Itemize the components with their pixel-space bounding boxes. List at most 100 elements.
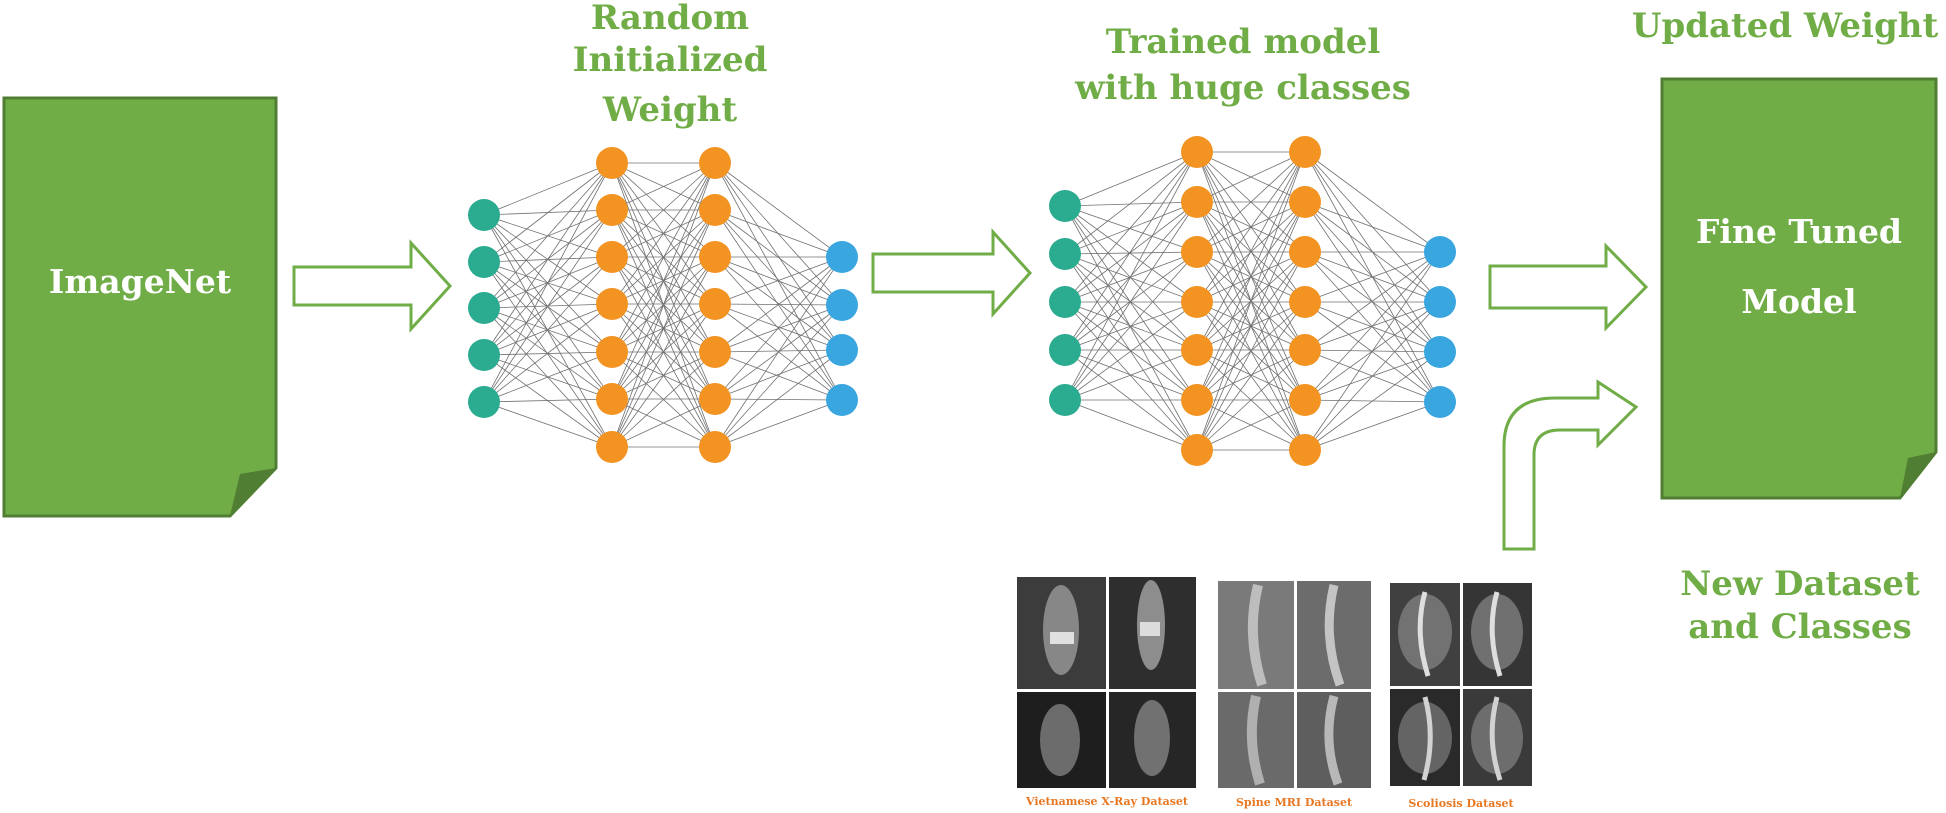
network-connection (1304, 251, 1441, 401)
network-connection (714, 256, 843, 400)
hidden-node (1181, 286, 1213, 318)
network-connection (1196, 151, 1306, 351)
network-connection (1064, 201, 1198, 255)
hidden-node (1181, 236, 1213, 268)
mri-dataset-caption: Spine MRI Dataset (1235, 796, 1353, 809)
network-connection (1064, 349, 1198, 401)
network-connection (1064, 253, 1198, 303)
neural-network-trained (1049, 136, 1456, 466)
network-connection (1064, 301, 1198, 401)
output-node (826, 289, 858, 321)
network-connection (714, 349, 843, 400)
network-connection (1196, 151, 1306, 451)
output-node (826, 334, 858, 366)
fine-tuned-box-fold (1900, 452, 1936, 498)
output-node (1424, 236, 1456, 268)
network-connection (1064, 201, 1198, 303)
arrow-new-dataset-to-finetuned (1502, 379, 1639, 551)
output-node (826, 241, 858, 273)
network-connection (483, 261, 613, 353)
xray-dataset-caption: Vietnamese X-Ray Dataset (1026, 795, 1188, 808)
network-connection (1064, 151, 1198, 351)
arrow-trained-to-finetuned (1488, 242, 1649, 332)
network-connection (611, 162, 716, 211)
output-node (1424, 336, 1456, 368)
network-connection (1196, 301, 1306, 451)
hidden-node (596, 383, 628, 415)
network-connection (1064, 205, 1198, 253)
network-connection (483, 354, 613, 448)
network-connection (1304, 301, 1441, 353)
network-connection (714, 256, 843, 306)
network-connection (1196, 251, 1306, 451)
mri-dataset-thumbnails (1218, 581, 1371, 788)
network-connection (1064, 151, 1198, 401)
input-node (1049, 286, 1081, 318)
trained-model-label-line1: Trained model (1105, 22, 1381, 62)
hidden-node (1289, 334, 1321, 366)
hidden-node (596, 431, 628, 463)
network-connection (1304, 401, 1441, 451)
network-connection (1064, 201, 1198, 401)
network-connection (714, 303, 843, 351)
hidden-node (1181, 384, 1213, 416)
network-connection (1064, 205, 1198, 303)
network-connection (1064, 151, 1198, 255)
hidden-node (596, 194, 628, 226)
xray-dataset-thumbnails (1017, 577, 1196, 788)
network-connection (714, 349, 843, 353)
network-connection (714, 209, 843, 306)
new-dataset-label-line2: and Classes (1688, 607, 1912, 647)
network-connection (1304, 151, 1441, 253)
hidden-node (1289, 434, 1321, 466)
network-connection (611, 398, 716, 448)
network-connection (1196, 151, 1306, 401)
network-connection (483, 261, 613, 400)
network-connection (714, 304, 843, 448)
network-connection (1196, 349, 1306, 401)
network-connection (1196, 151, 1306, 253)
hidden-node (699, 288, 731, 320)
network-connection (714, 398, 843, 401)
input-node (1049, 190, 1081, 222)
updated-weight-label: Updated Weight (1631, 6, 1939, 46)
hidden-node (699, 336, 731, 368)
network-connection (1064, 251, 1198, 255)
hidden-node (596, 147, 628, 179)
neural-network-random (468, 147, 858, 463)
network-connection (1196, 151, 1306, 303)
hidden-node (1289, 384, 1321, 416)
network-connection (483, 303, 613, 403)
network-connection (1064, 301, 1198, 451)
network-connection (714, 162, 843, 401)
network-connection (483, 162, 613, 403)
network-connection (714, 162, 843, 351)
network-connection (714, 256, 843, 448)
network-connection (1304, 301, 1441, 451)
network-connection (611, 256, 716, 448)
imagenet-box-fold (230, 468, 276, 516)
network-connection (483, 351, 613, 403)
network-connection (483, 398, 613, 403)
network-connection (1064, 251, 1198, 303)
network-connection (1064, 253, 1198, 401)
fine-tuned-label-line2: Model (1741, 282, 1857, 321)
network-connection (1064, 253, 1198, 451)
scoliosis-dataset-caption: Scoliosis Dataset (1408, 797, 1514, 810)
network-connection (1064, 205, 1198, 451)
network-connection (611, 351, 716, 448)
network-connection (611, 162, 716, 353)
random-weight-label-line2: Initialized (572, 40, 768, 80)
network-connection (1304, 251, 1441, 303)
network-connection (714, 256, 843, 351)
network-connection (1304, 251, 1441, 451)
network-connection (483, 162, 613, 263)
input-node (468, 199, 500, 231)
input-node (468, 246, 500, 278)
input-node (1049, 238, 1081, 270)
output-node (826, 384, 858, 416)
network-connection (483, 214, 613, 353)
hidden-node (596, 336, 628, 368)
output-node (1424, 386, 1456, 418)
